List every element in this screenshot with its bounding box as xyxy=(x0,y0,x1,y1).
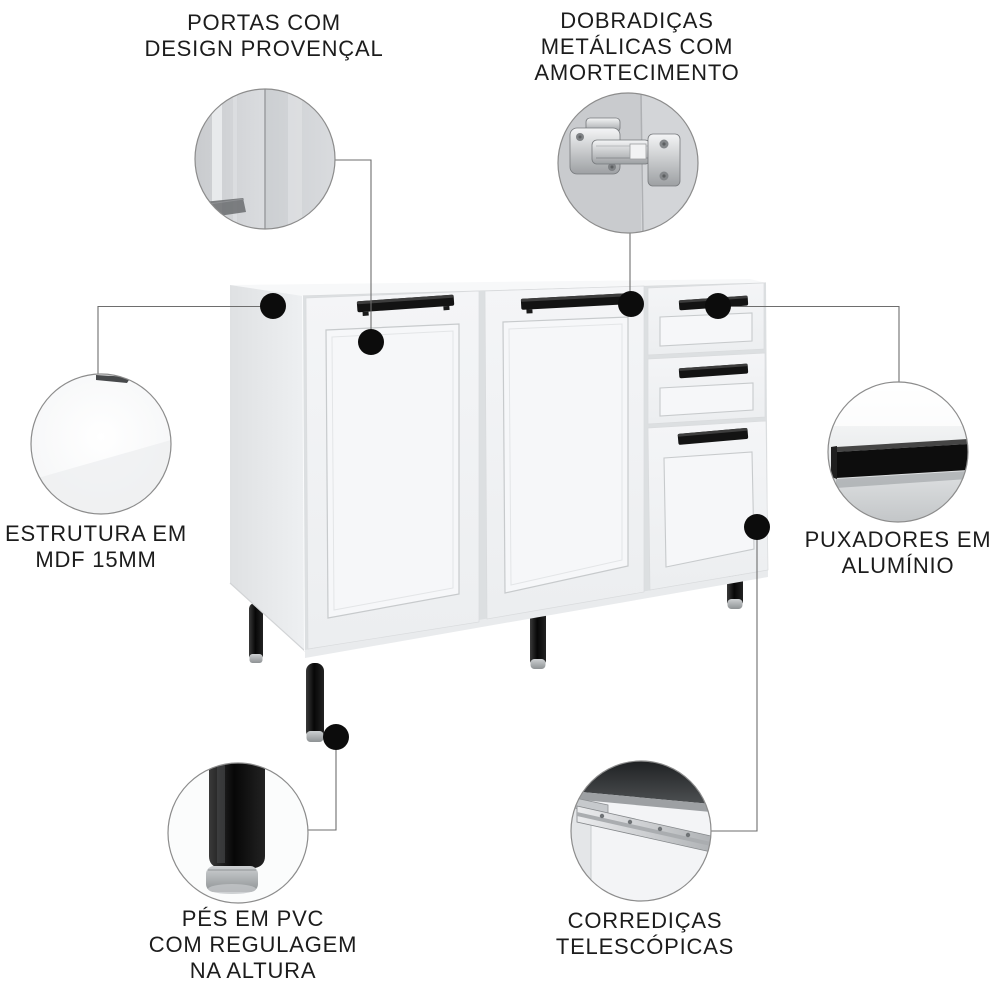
cabinet-drawer-top xyxy=(647,282,765,356)
cabinet-drawer-middle xyxy=(647,352,766,425)
callout-label-hinges: DOBRADIÇAS METÁLICAS COM AMORTECIMENTO xyxy=(534,8,740,85)
cabinet-door-left xyxy=(305,290,480,650)
door-handle-left xyxy=(356,294,455,316)
callout-dot-doors xyxy=(358,329,384,355)
drawer-handle-bottom xyxy=(677,428,749,445)
callout-line-doors xyxy=(334,159,372,342)
callout-label-slides: CORREDIÇAS TELESCÓPICAS xyxy=(555,908,735,959)
callout-line-slides xyxy=(710,527,758,832)
cabinet-top xyxy=(230,279,766,296)
callout-label-feet: PÉS EM PVC COM REGULAGEM NA ALTURA xyxy=(148,906,358,983)
callout-line-structure xyxy=(97,305,273,375)
inset-leg-foot-closeup xyxy=(167,762,309,904)
leg-front-left xyxy=(306,663,324,742)
cabinet-base xyxy=(305,570,768,658)
leg-back-left xyxy=(249,603,263,663)
inset-mdf-panel-closeup xyxy=(30,373,172,515)
inset-drawer-slide-closeup xyxy=(570,760,712,902)
callout-dot-hinges xyxy=(618,291,644,317)
callout-dot-handles xyxy=(705,293,731,319)
callout-dot-structure xyxy=(260,293,286,319)
callout-line-feet xyxy=(308,737,337,831)
callout-dot-feet xyxy=(323,724,349,750)
callout-dot-slides xyxy=(744,514,770,540)
inset-door-front-closeup xyxy=(194,88,336,230)
callout-label-structure: ESTRUTURA EM MDF 15MM xyxy=(5,521,187,572)
callout-label-handles: PUXADORES EM ALUMÍNIO xyxy=(804,527,992,578)
inset-handle-closeup xyxy=(827,381,969,523)
inset-hinge-closeup xyxy=(557,92,699,234)
callout-line-handles xyxy=(718,305,900,383)
callout-dots xyxy=(260,291,770,750)
drawer-handle-middle xyxy=(678,363,749,379)
cabinet-side-panel xyxy=(230,285,305,651)
cabinet-drawer-bottom xyxy=(647,420,769,591)
cabinet-illustration xyxy=(229,279,769,658)
cabinet-door-right xyxy=(484,285,645,620)
callout-label-doors: PORTAS COM DESIGN PROVENÇAL xyxy=(144,10,384,61)
